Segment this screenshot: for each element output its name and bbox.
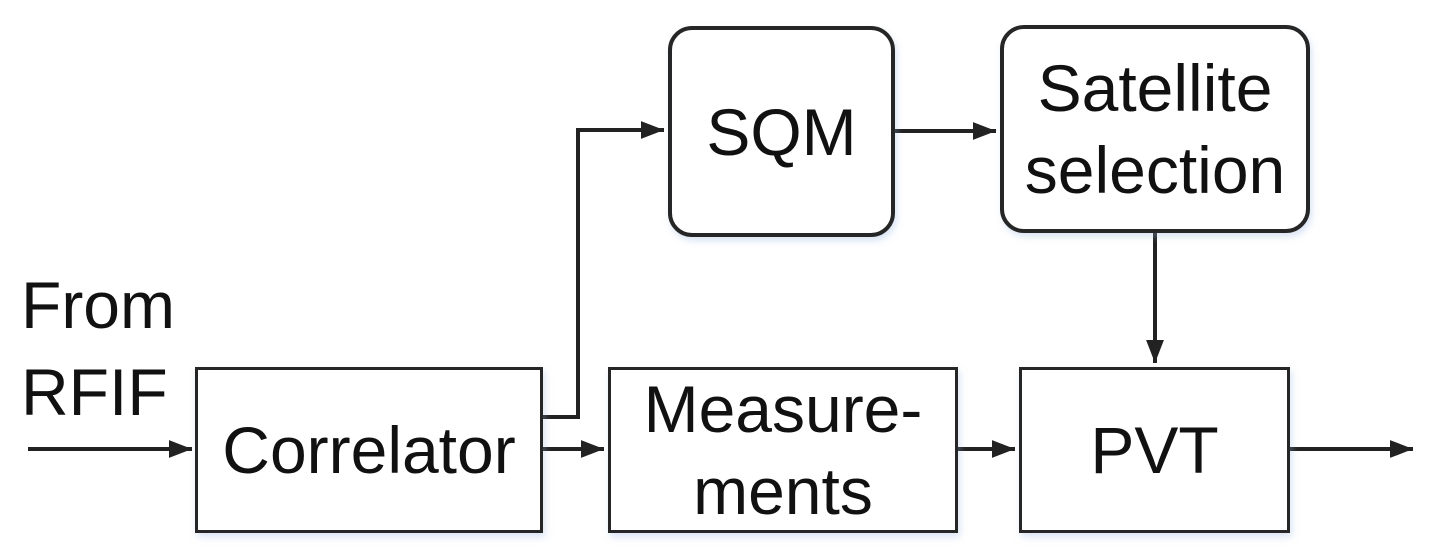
sqm-block: SQM [668,26,895,237]
measurements-block: Measure- ments [608,367,958,533]
measurements-label-line2: ments [693,454,873,528]
source-label-from-rfif: From RFIF [21,262,175,436]
source-label-line2: RFIF [21,355,168,429]
satellite-selection-label-line1: Satellite [1037,51,1273,125]
arrow-correlator-to-sqm [543,121,664,419]
sqm-label: SQM [706,94,857,169]
pvt-block: PVT [1019,367,1290,533]
source-label-line1: From [21,268,175,342]
measurements-label-line1: Measure- [643,372,923,446]
pvt-label: PVT [1090,413,1219,487]
correlator-block: Correlator [195,367,543,533]
satellite-selection-block: Satellite selection [1000,25,1310,233]
correlator-label: Correlator [222,413,516,487]
satellite-selection-label-line2: selection [1024,133,1286,207]
